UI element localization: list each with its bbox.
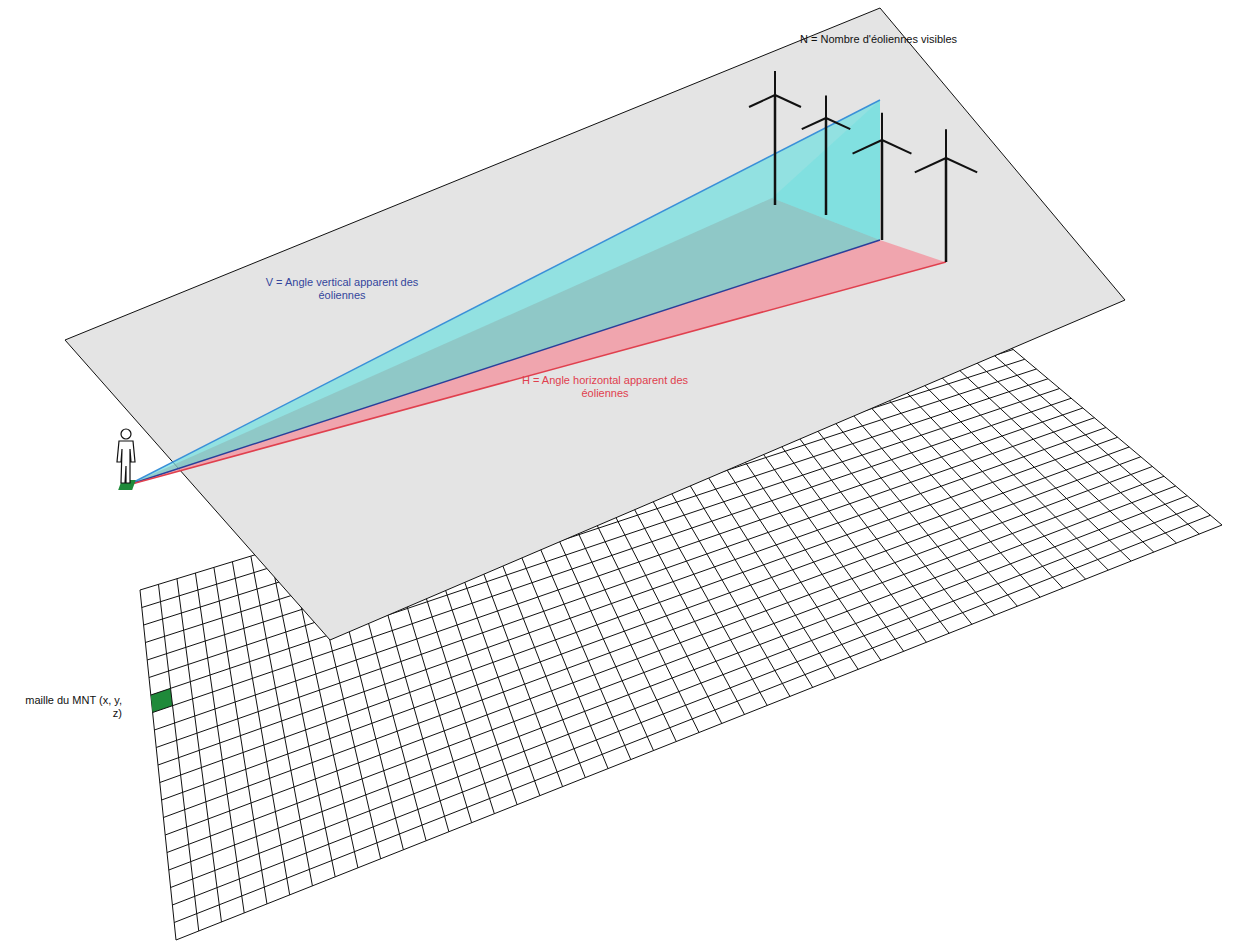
view-plane <box>65 8 1125 640</box>
observer-head <box>121 429 131 439</box>
turbine-tower <box>881 140 884 240</box>
turbine-blade <box>853 140 882 154</box>
turbine-blade <box>825 96 827 118</box>
turbine-blade <box>775 95 801 107</box>
observer-body <box>117 441 135 483</box>
wind-turbine <box>749 71 801 205</box>
cell-label: maille du MNT (x, y, z) <box>22 694 122 720</box>
vertical-angle-ray <box>128 100 880 485</box>
number-label: N = Nombre d'éoliennes visibles <box>800 33 990 46</box>
wind-turbine <box>802 96 850 215</box>
turbine-tower <box>825 118 828 215</box>
ground-wedge <box>128 198 880 485</box>
turbine-blade <box>774 71 776 95</box>
observer <box>117 429 136 490</box>
turbine-tower <box>774 95 777 205</box>
turbine-blade <box>826 118 850 129</box>
wind-turbine <box>853 113 912 240</box>
turbine-blade <box>945 129 947 158</box>
vertical-panel <box>772 100 880 240</box>
turbine-tower <box>945 158 948 262</box>
horizontal-angle-ray <box>128 262 946 485</box>
horizontal-angle-label: H = Angle horizontal apparent des éolien… <box>520 374 690 400</box>
turbine-blade <box>946 158 977 172</box>
turbine-blade <box>882 140 911 154</box>
turbine-blade <box>881 113 883 140</box>
turbine-blade <box>915 158 946 172</box>
vertical-angle-label: V = Angle vertical apparent des éolienne… <box>262 276 422 302</box>
horizontal-angle-ray <box>128 240 880 485</box>
turbine-blade <box>802 118 826 129</box>
turbine-blade <box>749 95 775 107</box>
vertical-angle-wedge <box>128 100 880 485</box>
wind-turbine <box>915 129 977 262</box>
